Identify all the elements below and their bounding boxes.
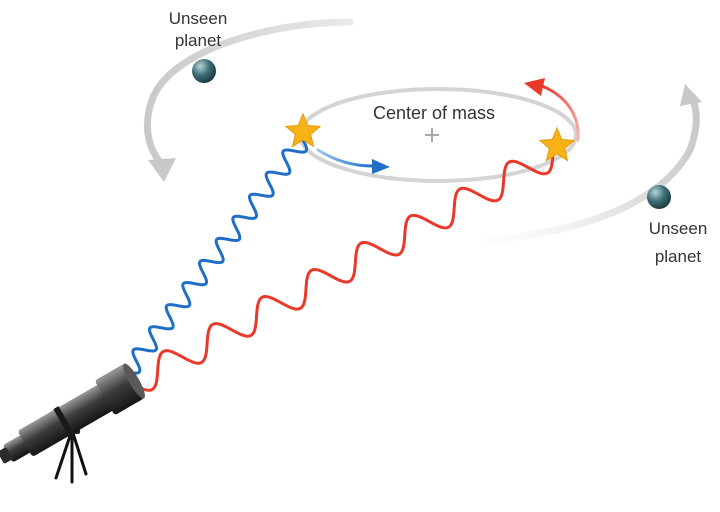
blueshift-wave xyxy=(126,138,308,375)
planet-left-label-line2: planet xyxy=(175,31,222,50)
star-icon xyxy=(284,112,322,148)
star-icon xyxy=(538,126,576,162)
blue-motion-arrowhead xyxy=(372,159,390,174)
blue-motion-arrow xyxy=(316,148,374,168)
planet-orbit-left xyxy=(143,18,354,166)
center-of-mass-label: Center of mass xyxy=(373,103,495,123)
planet-icon xyxy=(192,59,216,83)
planet-icon xyxy=(647,185,671,209)
planet-right-label-line2: planet xyxy=(655,247,702,266)
plus-icon xyxy=(425,128,439,142)
planet-orbit-left-arrowhead xyxy=(148,158,176,182)
planet-orbit-right-arrowhead xyxy=(680,84,702,106)
telescope-icon xyxy=(0,363,145,484)
planet-left-label-line1: Unseen xyxy=(169,9,228,28)
planet-orbit-right xyxy=(484,94,700,244)
planet-right-label-line1: Unseen xyxy=(649,219,708,238)
red-motion-arrowhead xyxy=(524,78,545,96)
red-motion-arrow xyxy=(540,84,580,142)
redshift-wave xyxy=(131,152,555,392)
